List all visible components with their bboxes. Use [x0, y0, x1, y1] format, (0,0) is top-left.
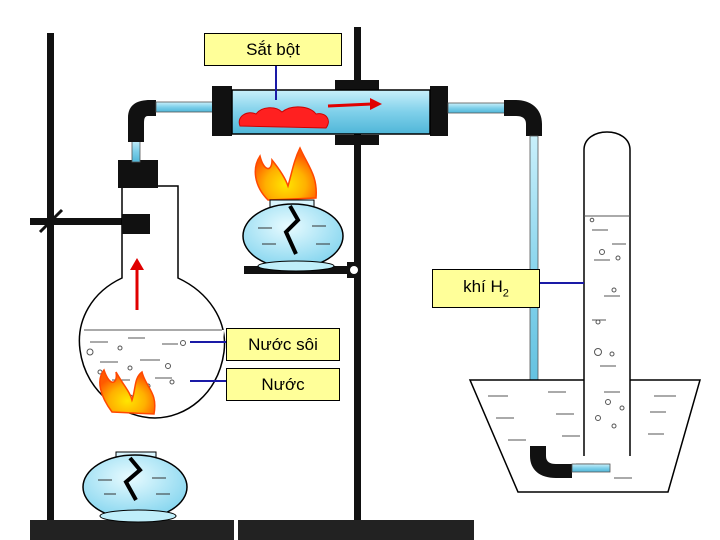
pointer-lines — [190, 66, 584, 382]
hydrogen-gas-text: khí H — [463, 277, 503, 297]
boiling-water-label-text: Nước sôi — [248, 334, 318, 354]
collection-tube — [583, 131, 631, 456]
clamp-arm — [30, 218, 140, 225]
lower-wick — [123, 456, 143, 501]
left-stand — [30, 33, 234, 540]
water-label: Nước — [226, 368, 340, 401]
lower-flame — [99, 368, 156, 415]
upper-alcohol-lamp — [242, 146, 344, 272]
boiling-flask — [78, 100, 226, 419]
hydrogen-gas-label: khí H2 — [432, 269, 540, 308]
lower-alcohol-lamp — [82, 368, 188, 523]
hydrogen-gas-label-text: khí H2 — [463, 277, 509, 299]
iron-powder-label-text: Sắt bột — [246, 39, 300, 59]
boiling-water-label: Nước sôi — [226, 328, 340, 361]
upper-wick — [283, 205, 301, 255]
gas-flow-arrow — [370, 98, 382, 110]
hydrogen-subscript: 2 — [502, 287, 509, 300]
flask-stopper — [118, 160, 158, 188]
left-stand-base — [30, 520, 234, 540]
upper-flame — [254, 146, 317, 201]
iron-powder-label: Sắt bột — [204, 33, 342, 66]
iron-powder — [238, 106, 329, 129]
water-label-text: Nước — [261, 374, 305, 394]
center-stand-base — [238, 520, 474, 540]
